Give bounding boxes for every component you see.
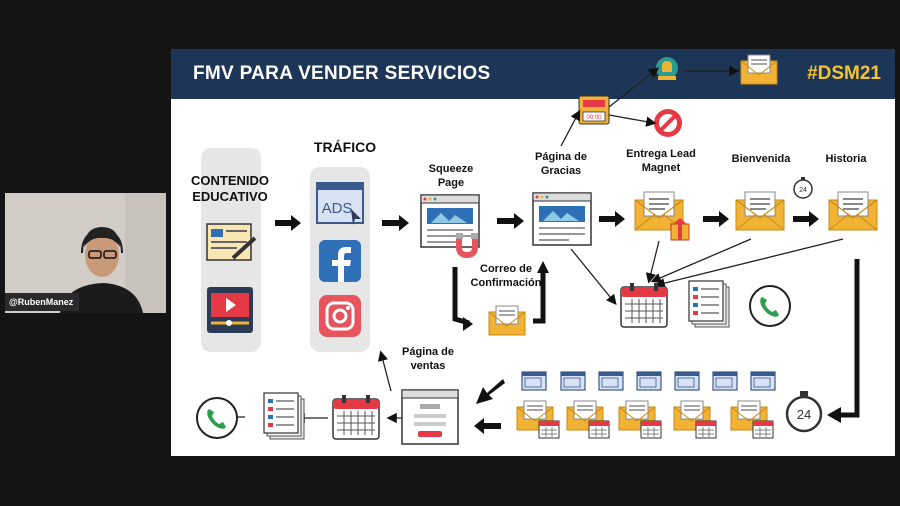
connector-lines (218, 65, 844, 424)
ads-sequence-row (521, 371, 776, 391)
confirmation-envelope-icon (488, 305, 526, 336)
svg-text:ADS: ADS (322, 200, 353, 217)
historia-envelope-icon (828, 191, 878, 231)
instagram-icon (319, 295, 361, 337)
squeeze-page-icon (420, 194, 480, 259)
presenter-name-tag: @RubenManez (5, 293, 79, 311)
label-pagina-gracias: Página de Gracias (535, 151, 587, 177)
email-sequence-row (516, 400, 774, 439)
checklist-bottom-icon (263, 392, 305, 440)
email-envelope-icon (740, 54, 778, 85)
prohibited-icon (654, 109, 682, 137)
svg-text:24: 24 (799, 187, 807, 194)
sales-page-icon (401, 389, 459, 445)
lead-magnet-envelope-icon (634, 191, 690, 241)
checklist-icon (688, 280, 730, 328)
stopwatch-icon: 24 (793, 177, 813, 199)
label-bienvenida: Bienvenida (731, 153, 791, 165)
notification-bell-icon (656, 57, 678, 80)
ads-icon: ADS (316, 182, 364, 225)
stopwatch-24-icon: 24 (785, 391, 823, 433)
video-player-icon (207, 287, 253, 333)
loop-arrowhead-right (463, 317, 473, 331)
facebook-icon (319, 240, 361, 282)
slide-hashtag: #DSM21 (807, 63, 881, 84)
loop-arrowhead-up (537, 261, 549, 273)
countdown-timer-icon: 00:00 (578, 95, 610, 125)
phone-call-icon (749, 285, 791, 327)
svg-text:00:00: 00:00 (586, 115, 602, 121)
historia-return-arrow (839, 259, 860, 418)
loop-arrow-down (452, 267, 470, 326)
label-squeeze-page: Squeeze Page (428, 163, 474, 189)
label-historia: Historia (825, 153, 867, 165)
loop-arrow-up (533, 269, 546, 324)
label-pagina-ventas: Página de ventas (402, 346, 454, 372)
label-entrega-lead-magnet: Entrega Lead Magnet (626, 148, 696, 174)
presentation-slide: FMV PARA VENDER SERVICIOS #DSM21 CONTENI… (171, 49, 895, 456)
funnel-diagram: ADS (196, 54, 878, 445)
label-contenido-educativo: CONTENIDO EDUCATIVO (191, 173, 269, 205)
calendar-bottom-icon (332, 394, 380, 440)
flow-arrows (275, 211, 819, 434)
phone-call-bottom-icon (196, 397, 238, 439)
label-trafico: TRÁFICO (313, 139, 377, 155)
label-correo-confirmacion: Correo de Confirmación (470, 263, 542, 289)
webcam-video (5, 193, 166, 313)
svg-text:24: 24 (797, 407, 811, 422)
slide-title: FMV PARA VENDER SERVICIOS (193, 63, 491, 84)
thank-you-page-icon (532, 192, 592, 246)
doc-pencil-icon (206, 223, 257, 261)
historia-return-arrowhead (827, 407, 841, 423)
bienvenida-envelope-icon (735, 191, 785, 231)
calendar-icon (620, 282, 668, 328)
